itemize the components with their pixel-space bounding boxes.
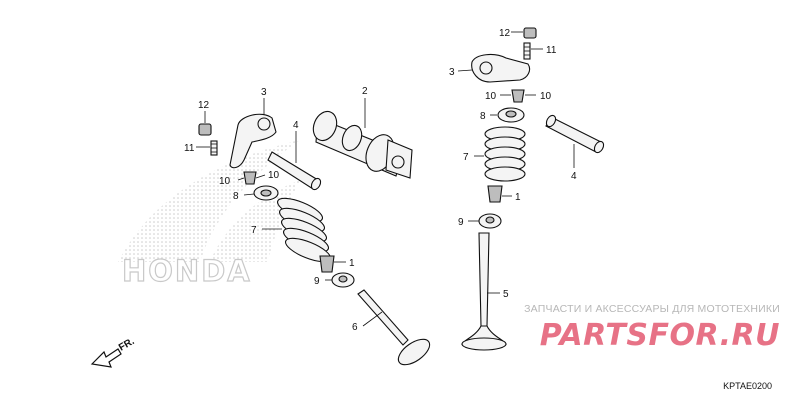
front-direction-arrow: FR.	[90, 336, 137, 368]
right-valve-cotter	[500, 89, 536, 103]
callout-10-right-cotter-a: 10	[485, 91, 497, 102]
right-spring-retainer	[490, 107, 525, 123]
left-spring-seat	[325, 272, 355, 288]
callout-8-right-spring-retainer: 8	[480, 111, 486, 122]
callout-4-right-rocker-shaft: 4	[571, 171, 577, 182]
honda-wing-watermark: HONDA	[118, 140, 300, 289]
callout-7-left-valve-spring: 7	[251, 225, 257, 236]
left-spring-retainer	[243, 185, 279, 201]
callout-5-intake-valve: 5	[503, 289, 509, 300]
callout-12-left-cap-nut: 12	[198, 100, 210, 111]
left-valve	[357, 289, 431, 366]
right-stem-seal	[487, 185, 512, 203]
right-valve	[461, 232, 507, 351]
callout-labels: 12 11 3 4 2 10 10 8 7 1 9 6 12 11 3 10 1…	[184, 28, 577, 333]
right-adjusting-screw	[523, 42, 543, 60]
callout-11-right-adjusting-screw: 11	[546, 45, 557, 56]
left-adjusting-screw	[196, 140, 218, 156]
callout-1-left-stem-seal: 1	[349, 258, 355, 269]
left-rocker-arm	[229, 98, 277, 169]
right-rocker-arm	[457, 53, 531, 83]
callout-7-right-valve-spring: 7	[463, 152, 469, 163]
callout-3-left-rocker-arm: 3	[261, 87, 267, 98]
callout-11-left-adjusting-screw: 11	[184, 143, 195, 154]
callout-10-right-cotter-b: 10	[540, 91, 552, 102]
callout-10-left-cotter-a: 10	[219, 176, 231, 187]
left-rocker-shaft	[267, 131, 322, 191]
right-valve-spring	[474, 126, 526, 182]
callout-4-left-rocker-shaft: 4	[293, 120, 299, 131]
callout-1-right-stem-seal: 1	[515, 192, 521, 203]
watermark-caption: ЗАПЧАСТИ И АКСЕССУАРЫ ДЛЯ МОТОТЕХНИКИ	[524, 303, 780, 315]
left-cap-nut	[198, 111, 212, 136]
watermark-logo: PARTSFOR.RU	[539, 318, 780, 353]
left-stem-seal	[319, 255, 346, 273]
right-cap-nut	[511, 27, 537, 39]
diagram-code: KPTAE0200	[723, 381, 772, 391]
callout-9-left-spring-seat: 9	[314, 276, 320, 287]
front-direction-label: FR.	[117, 336, 137, 354]
callout-10-left-cotter-b: 10	[268, 170, 280, 181]
right-spring-seat	[468, 213, 502, 229]
right-rocker-shaft	[545, 114, 605, 168]
callout-2-camshaft: 2	[362, 86, 368, 97]
callout-9-right-spring-seat: 9	[458, 217, 464, 228]
left-valve-cotter	[237, 171, 266, 185]
callout-12-right-cap-nut: 12	[499, 28, 511, 39]
honda-brand-mark: HONDA	[122, 254, 252, 288]
camshaft	[312, 98, 413, 179]
callout-6-exhaust-valve: 6	[352, 322, 358, 333]
callout-3-right-rocker-arm: 3	[449, 67, 455, 78]
callout-8-left-spring-retainer: 8	[233, 191, 239, 202]
